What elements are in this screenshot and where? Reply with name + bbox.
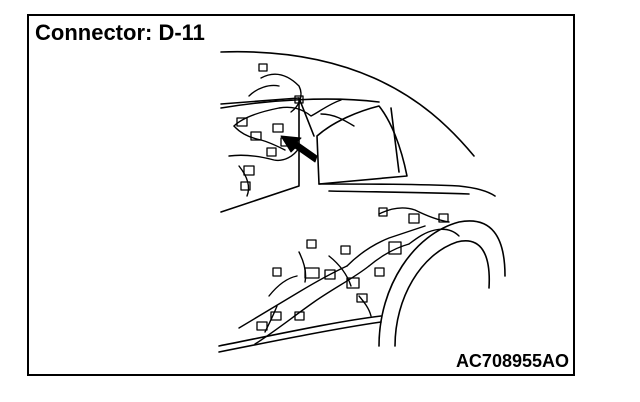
- rear-wheel-arch: [378, 220, 506, 347]
- connector-title: Connector: D-11: [35, 20, 207, 46]
- diagram-frame: Connector: D-11 AC708955AO: [27, 14, 575, 376]
- roof-line: [220, 50, 475, 157]
- rear-quarter-window: [316, 105, 408, 185]
- body-side-line: [318, 183, 496, 197]
- upper-connectors: [236, 63, 304, 191]
- pointer-arrow: [280, 135, 318, 163]
- car-wiring-illustration: [218, 50, 506, 353]
- lower-harness: [238, 207, 460, 345]
- lower-connectors: [256, 207, 449, 331]
- sill-line: [218, 315, 382, 347]
- upper-harness: [228, 73, 355, 197]
- door-panel-edge: [220, 97, 300, 213]
- rear-tire: [394, 240, 491, 347]
- figure-code: AC708955AO: [452, 351, 569, 372]
